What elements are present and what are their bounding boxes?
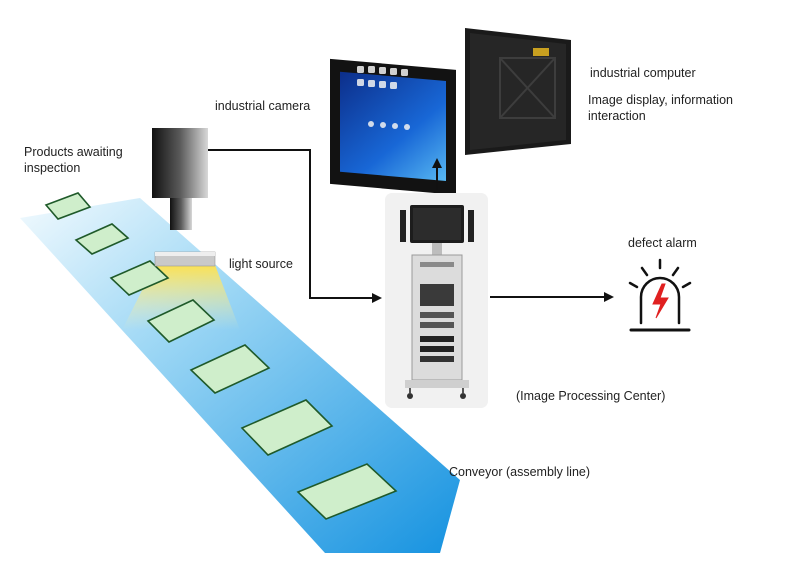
products-awaiting-inspection-label: Products awaiting inspection <box>24 145 123 175</box>
processing-cart-icon <box>385 193 488 408</box>
image-display-label: Image display, information interaction <box>588 93 733 123</box>
conveyor-label: Conveyor (assembly line) <box>449 465 591 479</box>
light-source-label: light source <box>229 257 293 271</box>
ring-light-icon <box>154 251 216 267</box>
industrial-computer-label: industrial computer <box>590 66 696 80</box>
camera-to-center-arrow <box>208 149 382 303</box>
product-4 <box>146 299 216 343</box>
product-5 <box>189 344 271 394</box>
products <box>44 192 398 520</box>
product-3 <box>109 260 170 296</box>
industrial-camera-icon <box>152 128 208 230</box>
product-2 <box>74 223 130 255</box>
image-processing-center-label: (Image Processing Center) <box>516 389 666 403</box>
industrial-pc-rear-icon <box>465 28 571 155</box>
product-1 <box>44 192 92 220</box>
product-6 <box>240 399 334 456</box>
product-7 <box>296 463 398 520</box>
defect-alarm-label: defect alarm <box>628 236 697 250</box>
industrial-camera-label: industrial camera <box>215 99 311 113</box>
touch-monitor-icon <box>330 58 456 195</box>
siren-icon <box>628 258 692 332</box>
